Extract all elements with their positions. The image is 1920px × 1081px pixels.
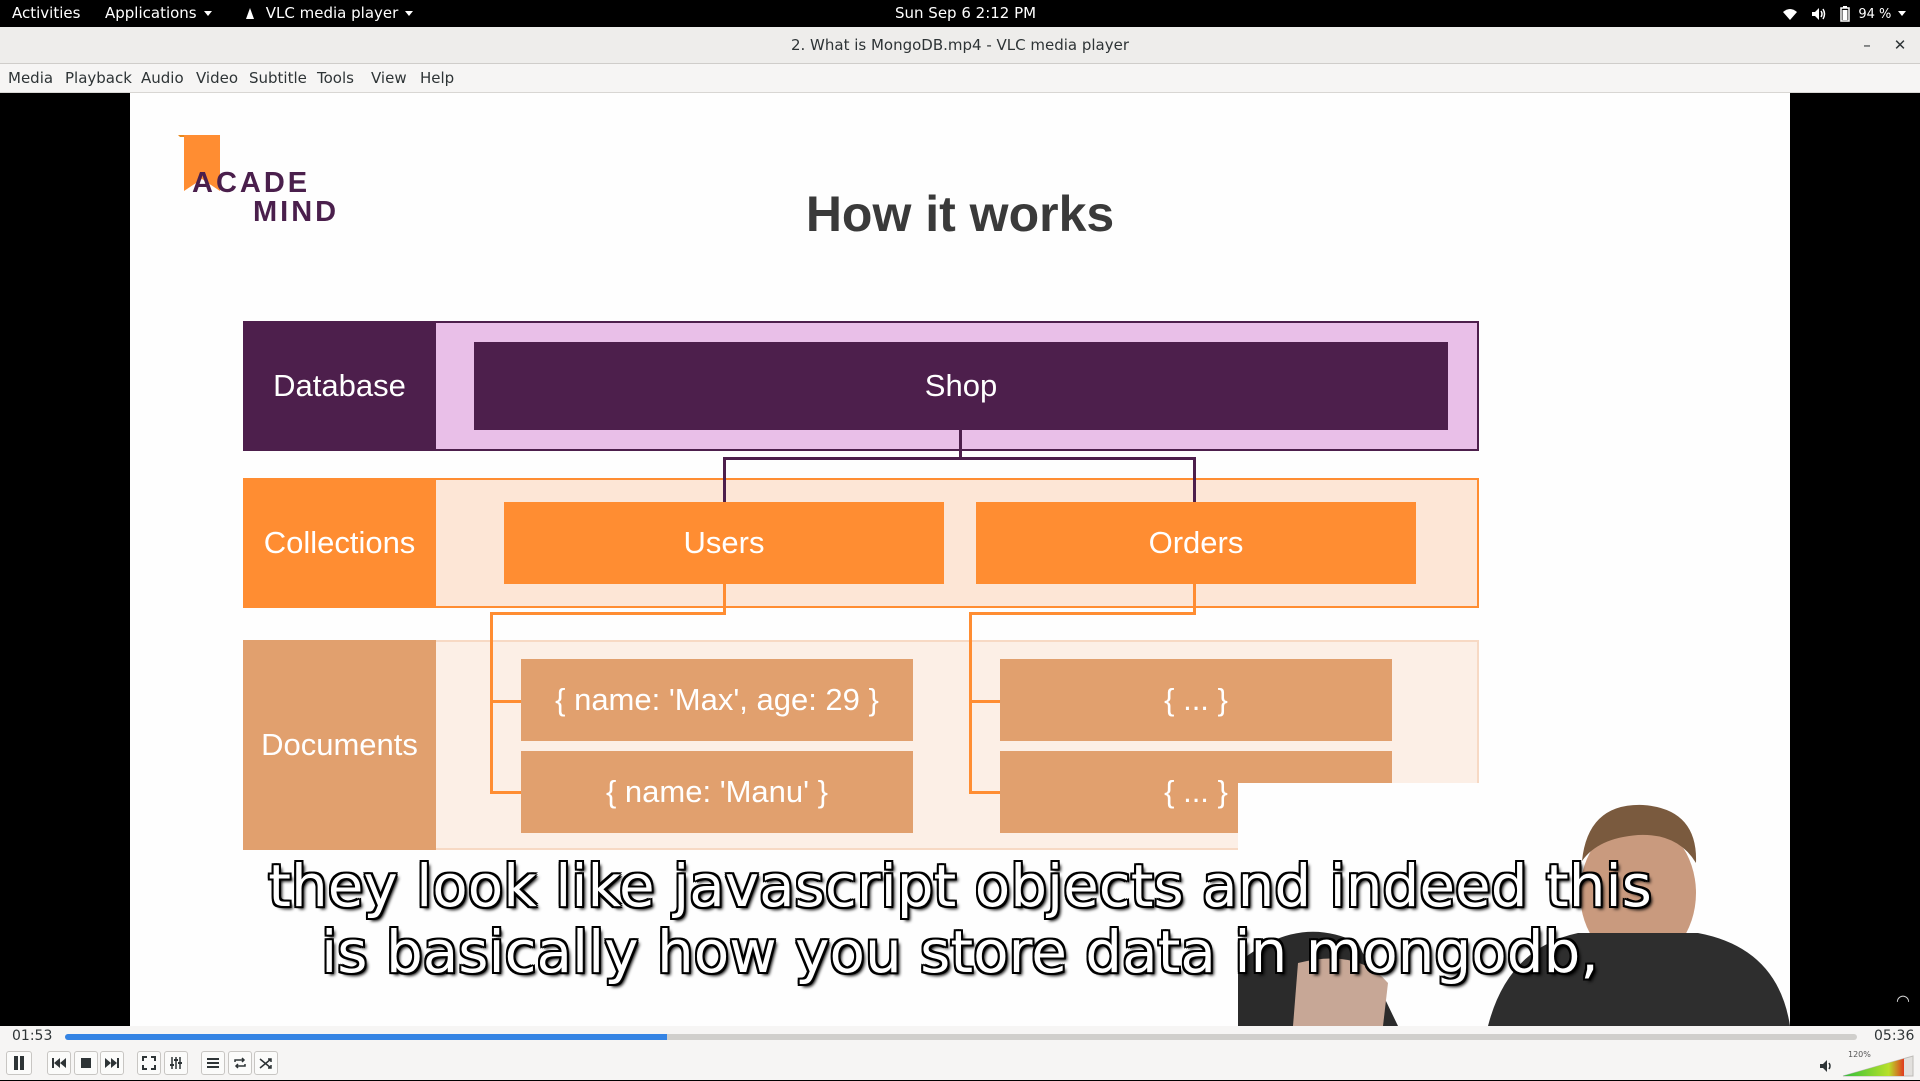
seek-row: 01:53 05:36 (0, 1026, 1920, 1046)
skip-forward-icon (105, 1058, 119, 1068)
connector-line (969, 791, 1000, 794)
connector-line (490, 791, 521, 794)
shuffle-icon (259, 1058, 272, 1069)
close-button[interactable]: ✕ (1893, 36, 1907, 54)
previous-button[interactable] (47, 1051, 71, 1075)
loop-button[interactable] (228, 1051, 252, 1075)
system-tray[interactable]: 94 % (1782, 0, 1907, 27)
equalizer-icon (170, 1057, 182, 1069)
connector-line (490, 612, 726, 615)
volume-label: 120% (1848, 1050, 1871, 1059)
applications-menu[interactable]: Applications (105, 0, 212, 27)
playlist-button[interactable] (201, 1051, 225, 1075)
fullscreen-icon (142, 1056, 156, 1070)
document-manu: { name: 'Manu' } (521, 751, 913, 833)
app-menu[interactable]: VLC media player (243, 0, 414, 27)
connector-line (490, 612, 493, 794)
documents-label: Documents (243, 640, 436, 850)
skip-back-icon (52, 1058, 66, 1068)
seek-slider[interactable] (65, 1034, 1857, 1040)
orders-node: Orders (976, 502, 1416, 584)
window-titlebar[interactable]: 2. What is MongoDB.mp4 - VLC media playe… (0, 27, 1920, 64)
system-top-bar: Activities Applications VLC media player… (0, 0, 1920, 27)
menu-tools[interactable]: Tools (317, 69, 354, 87)
connector-line (723, 457, 1196, 460)
logo-text-line1: ACADE (192, 167, 311, 199)
volume-icon (1811, 7, 1826, 20)
clock[interactable]: Sun Sep 6 2:12 PM (895, 4, 1037, 22)
menu-view[interactable]: View (371, 69, 407, 87)
playback-controls: 120% (0, 1046, 1920, 1080)
document-max: { name: 'Max', age: 29 } (521, 659, 913, 741)
loop-icon (234, 1057, 246, 1069)
menubar: Media Playback Audio Video Subtitle Tool… (0, 64, 1920, 93)
academind-logo-icon (178, 135, 220, 191)
slide-title: How it works (805, 186, 1115, 242)
elapsed-time[interactable]: 01:53 (12, 1028, 53, 1044)
volume-level-indicator (1842, 1055, 1914, 1077)
subtitle-line: is basically how you store data in mongo… (321, 918, 1599, 986)
collections-label: Collections (243, 478, 436, 608)
applications-label: Applications (105, 4, 197, 22)
minimize-button[interactable]: – (1863, 36, 1871, 54)
connector-line (1193, 584, 1196, 614)
wifi-icon (1783, 8, 1797, 20)
total-time[interactable]: 05:36 (1874, 1028, 1915, 1044)
menu-subtitle[interactable]: Subtitle (249, 69, 307, 87)
playlist-icon (207, 1058, 219, 1068)
menu-audio[interactable]: Audio (141, 69, 184, 87)
activities-button[interactable]: Activities (12, 4, 81, 22)
speaker-icon[interactable] (1819, 1059, 1835, 1073)
seek-progress (65, 1034, 668, 1040)
connector-line (969, 612, 1196, 615)
connector-line (490, 700, 521, 703)
subtitle-line: they look like javascript objects and in… (268, 852, 1652, 920)
menu-video[interactable]: Video (196, 69, 239, 87)
shop-node: Shop (474, 342, 1448, 430)
logo-text-line2: MIND (253, 196, 340, 228)
app-menu-label: VLC media player (265, 4, 399, 22)
pause-icon (14, 1056, 24, 1070)
connector-line (969, 612, 972, 794)
database-label: Database (243, 321, 436, 451)
stop-icon (81, 1058, 91, 1068)
presenter-video-overlay (1238, 783, 1790, 1026)
slide: ACADE MIND How it works Database Shop Co… (130, 93, 1790, 1026)
chevron-down-icon (203, 11, 212, 16)
document-placeholder: { ... } (1000, 659, 1392, 741)
users-node: Users (504, 502, 944, 584)
connector-line (723, 584, 726, 614)
battery-percent: 94 % (1858, 7, 1892, 22)
chevron-down-icon (1898, 11, 1907, 16)
pause-button[interactable] (6, 1051, 32, 1075)
menu-media[interactable]: Media (8, 69, 54, 87)
shuffle-button[interactable] (254, 1051, 278, 1075)
connector-line (959, 430, 962, 458)
fullscreen-button[interactable] (137, 1051, 161, 1075)
next-button[interactable] (100, 1051, 124, 1075)
udemy-watermark-icon: ◠ (1896, 991, 1910, 1010)
connector-line (1193, 457, 1196, 502)
menu-playback[interactable]: Playback (65, 69, 132, 87)
subtitle-overlay: they look like javascript objects and in… (0, 853, 1920, 985)
stop-button[interactable] (74, 1051, 98, 1075)
vlc-cone-icon (246, 7, 254, 19)
volume-slider[interactable]: 120% (1842, 1050, 1914, 1077)
connector-line (723, 457, 726, 502)
battery-icon (1839, 5, 1850, 22)
connector-line (969, 700, 1000, 703)
video-area[interactable]: ACADE MIND How it works Database Shop Co… (0, 93, 1920, 1026)
chevron-down-icon (405, 11, 414, 16)
extended-settings-button[interactable] (164, 1051, 188, 1075)
window-title: 2. What is MongoDB.mp4 - VLC media playe… (790, 36, 1130, 54)
menu-help[interactable]: Help (420, 69, 455, 87)
